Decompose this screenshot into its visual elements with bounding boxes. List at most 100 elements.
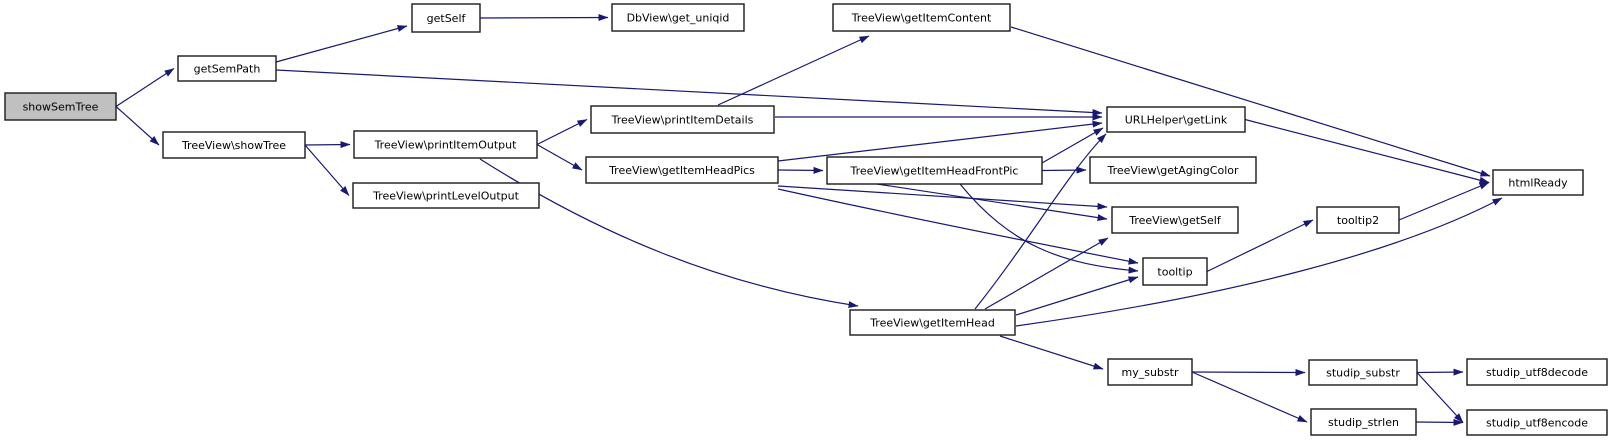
- nodes-layer: showSemTree getSemPath getSelf DbView\get_u…: [4, 3, 1608, 436]
- node-box-DbView_get_uniqid[interactable]: [611, 3, 745, 32]
- edge-tooltip2-to-htmlReady: [1398, 181, 1490, 221]
- node-label-DbView_get_uniqid: DbView\get_uniqid: [627, 12, 730, 25]
- node-DbView_get_uniqid[interactable]: DbView\get_uniqid: [611, 3, 745, 32]
- node-label-TreeView_getAgingColor: TreeView\getAgingColor: [1106, 164, 1239, 177]
- node-label-URLHelper_getLink: URLHelper\getLink: [1125, 114, 1228, 127]
- edge-getSemPath-to-getSelf_global: [275, 25, 408, 63]
- edge-TreeView_printItemDetails-to-TreeView_getItemContent: [717, 35, 870, 106]
- node-TreeView_getItemHead[interactable]: TreeView\getItemHead: [849, 309, 1016, 336]
- node-TreeView_showTree[interactable]: TreeView\showTree: [162, 131, 306, 159]
- edge-TreeView_getItemHeadFrontPic-to-tooltip: [959, 183, 1139, 274]
- edge-TreeView_getItemHeadFrontPic-to-TreeView_getAgingColor: [1041, 166, 1087, 174]
- node-TreeView_printItemOutput[interactable]: TreeView\printItemOutput: [353, 130, 538, 159]
- node-box-studip_substr[interactable]: [1308, 359, 1418, 386]
- edge-my_substr-to-studip_substr: [1191, 368, 1306, 376]
- node-URLHelper_getLink[interactable]: URLHelper\getLink: [1106, 106, 1246, 133]
- node-getSemPath[interactable]: getSemPath: [177, 55, 277, 82]
- edge-TreeView_getItemHead-to-tooltip: [1015, 276, 1139, 316]
- node-box-TreeView_getAgingColor[interactable]: [1089, 156, 1257, 184]
- edge-studip_substr-to-studip_utf8encode: [1416, 372, 1464, 423]
- edge-TreeView_getItemHead-to-htmlReady: [1015, 197, 1503, 327]
- edge-TreeView_getItemContent-to-htmlReady: [1010, 26, 1491, 177]
- node-TreeView_printItemDetails[interactable]: TreeView\printItemDetails: [590, 105, 775, 134]
- edges-layer: [115, 14, 1503, 426]
- node-box-getSelf_global[interactable]: [411, 3, 481, 33]
- edge-my_substr-to-studip_strlen: [1191, 371, 1308, 423]
- edge-TreeView_showTree-to-TreeView_printItemOutput: [304, 141, 351, 149]
- node-getSelf_global[interactable]: getSelf: [411, 3, 481, 33]
- node-studip_utf8encode[interactable]: studip_utf8encode: [1466, 409, 1608, 436]
- edge-getSelf_global-to-DbView_get_uniqid: [479, 14, 609, 22]
- node-box-studip_strlen[interactable]: [1310, 408, 1417, 436]
- node-box-getSemPath[interactable]: [177, 55, 277, 82]
- edge-URLHelper_getLink-to-htmlReady: [1244, 118, 1490, 184]
- node-label-TreeView_getItemHeadPics: TreeView\getItemHeadPics: [608, 164, 755, 177]
- node-label-studip_substr: studip_substr: [1326, 367, 1400, 380]
- edge-TreeView_getItemHeadPics-to-tooltip: [777, 188, 1139, 265]
- node-box-URLHelper_getLink[interactable]: [1106, 106, 1246, 133]
- node-TreeView_getSelf[interactable]: TreeView\getSelf: [1111, 206, 1239, 234]
- edge-TreeView_showTree-to-TreeView_printLevelOutput: [304, 144, 350, 196]
- node-label-TreeView_printLevelOutput: TreeView\printLevelOutput: [372, 190, 520, 203]
- node-label-my_substr: my_substr: [1122, 366, 1179, 379]
- node-box-tooltip2[interactable]: [1316, 206, 1400, 234]
- edge-TreeView_printItemOutput-to-TreeView_getItemHeadPics: [536, 143, 583, 171]
- node-label-getSemPath: getSemPath: [194, 63, 261, 76]
- node-label-tooltip: tooltip: [1157, 266, 1192, 279]
- node-box-TreeView_showTree[interactable]: [162, 131, 306, 159]
- node-box-TreeView_getItemHead[interactable]: [849, 309, 1016, 336]
- node-box-my_substr[interactable]: [1107, 358, 1193, 386]
- edge-TreeView_getItemHead-to-URLHelper_getLink: [974, 133, 1107, 310]
- node-box-TreeView_getSelf[interactable]: [1111, 206, 1239, 234]
- node-box-TreeView_printLevelOutput[interactable]: [352, 182, 540, 209]
- node-studip_strlen[interactable]: studip_strlen: [1310, 408, 1417, 436]
- node-box-TreeView_printItemDetails[interactable]: [590, 105, 775, 134]
- edge-TreeView_getItemHead-to-my_substr: [999, 335, 1104, 370]
- node-TreeView_getItemHeadFrontPic[interactable]: TreeView\getItemHeadFrontPic: [826, 156, 1043, 185]
- node-box-TreeView_printItemOutput[interactable]: [353, 130, 538, 159]
- node-label-htmlReady: htmlReady: [1508, 177, 1568, 190]
- node-label-TreeView_getItemContent: TreeView\getItemContent: [851, 12, 992, 25]
- node-label-TreeView_printItemOutput: TreeView\printItemOutput: [374, 139, 518, 152]
- edge-TreeView_getItemHeadPics-to-URLHelper_getLink: [777, 120, 1103, 162]
- node-TreeView_printLevelOutput[interactable]: TreeView\printLevelOutput: [352, 182, 540, 209]
- node-label-showSemTree: showSemTree: [23, 101, 99, 114]
- node-TreeView_getAgingColor[interactable]: TreeView\getAgingColor: [1089, 156, 1257, 184]
- node-showSemTree[interactable]: showSemTree: [4, 92, 117, 121]
- edge-TreeView_getItemHeadPics-to-TreeView_getItemHeadFrontPic: [777, 166, 824, 174]
- node-label-TreeView_showTree: TreeView\showTree: [181, 139, 286, 152]
- node-studip_substr[interactable]: studip_substr: [1308, 359, 1418, 386]
- edge-TreeView_getItemHead-to-TreeView_getSelf: [984, 237, 1109, 310]
- node-box-studip_utf8encode[interactable]: [1466, 409, 1608, 436]
- edge-tooltip-to-tooltip2: [1206, 219, 1314, 273]
- node-my_substr[interactable]: my_substr: [1107, 358, 1193, 386]
- node-label-studip_strlen: studip_strlen: [1328, 416, 1399, 429]
- edge-getSemPath-to-URLHelper_getLink: [275, 69, 1103, 117]
- node-box-tooltip[interactable]: [1142, 257, 1208, 286]
- edge-TreeView_printItemOutput-to-TreeView_printItemDetails: [536, 118, 588, 146]
- node-htmlReady[interactable]: htmlReady: [1492, 169, 1584, 196]
- node-box-showSemTree[interactable]: [4, 92, 117, 121]
- node-box-studip_utf8decode[interactable]: [1466, 358, 1608, 386]
- node-box-TreeView_getItemHeadFrontPic[interactable]: [826, 156, 1043, 185]
- edge-TreeView_getItemHeadFrontPic-to-URLHelper_getLink: [1041, 127, 1104, 164]
- edge-studip_substr-to-studip_utf8decode: [1416, 368, 1464, 376]
- node-label-TreeView_getItemHeadFrontPic: TreeView\getItemHeadFrontPic: [850, 165, 1019, 178]
- node-label-TreeView_getItemHead: TreeView\getItemHead: [869, 317, 995, 330]
- edge-TreeView_getItemHeadPics-to-TreeView_getSelf: [777, 185, 1108, 210]
- node-box-TreeView_getItemContent[interactable]: [832, 3, 1011, 32]
- node-box-htmlReady[interactable]: [1492, 169, 1584, 196]
- node-label-getSelf_global: getSelf: [427, 12, 467, 25]
- node-label-TreeView_getSelf: TreeView\getSelf: [1128, 214, 1222, 227]
- node-tooltip2[interactable]: tooltip2: [1316, 206, 1400, 234]
- edge-TreeView_getItemHeadFrontPic-to-TreeView_getSelf: [876, 183, 1108, 222]
- node-box-TreeView_getItemHeadPics[interactable]: [585, 156, 779, 184]
- node-tooltip[interactable]: tooltip: [1142, 257, 1208, 286]
- node-label-studip_utf8encode: studip_utf8encode: [1486, 417, 1588, 430]
- node-TreeView_getItemContent[interactable]: TreeView\getItemContent: [832, 3, 1011, 32]
- edge-studip_strlen-to-studip_utf8encode: [1415, 418, 1464, 426]
- node-TreeView_getItemHeadPics[interactable]: TreeView\getItemHeadPics: [585, 156, 779, 184]
- edge-showSemTree-to-TreeView_showTree: [115, 106, 160, 146]
- node-studip_utf8decode[interactable]: studip_utf8decode: [1466, 358, 1608, 386]
